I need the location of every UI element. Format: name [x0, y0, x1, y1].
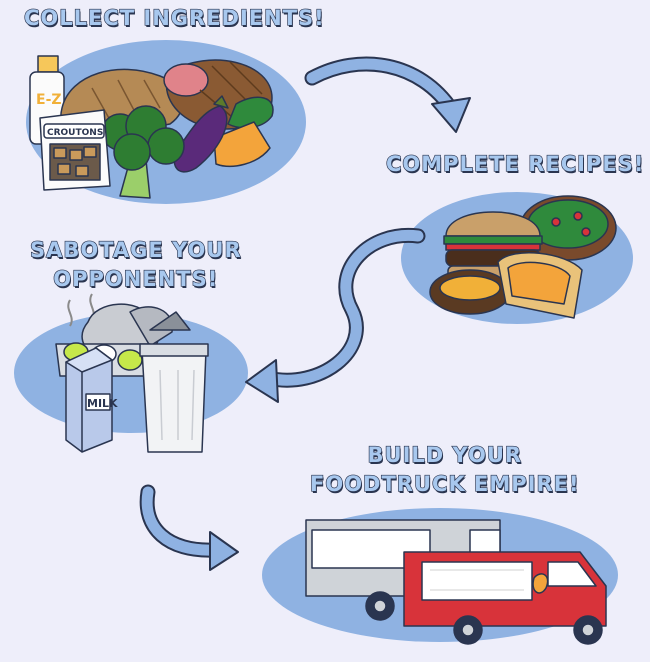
eggplant-icon — [173, 95, 229, 173]
sabotage-illustration: MILK — [55, 293, 209, 453]
build-heading-line2: FOODTRUCK EMPIRE! — [309, 471, 580, 496]
potato-icon — [429, 269, 511, 315]
salad-icon — [519, 195, 617, 261]
lettuce-icon — [227, 96, 274, 129]
build-empire-heading: BUILD YOUR FOODTRUCK EMPIRE! — [309, 441, 580, 499]
cheese-icon — [213, 121, 271, 168]
curved-arrow-icon — [245, 227, 426, 403]
jar-label: E-Z — [36, 92, 62, 108]
collect-heading-text: COLLECT INGREDIENTS! — [23, 5, 325, 30]
build-empire-illustration — [305, 519, 607, 645]
complete-recipes-heading: COMPLETE RECIPES! — [385, 150, 645, 179]
toast-icon — [497, 251, 583, 319]
trash-bag-icon — [81, 303, 174, 357]
sabotage-heading-line2: OPPONENTS! — [53, 266, 219, 291]
curved-arrow-icon — [139, 484, 239, 571]
croutons-label: CROUTONS — [47, 128, 103, 138]
trash-can-icon — [139, 311, 209, 453]
build-heading-line1: BUILD YOUR — [367, 442, 523, 467]
sabotage-opponents-heading: SABOTAGE YOUR OPPONENTS! — [29, 236, 242, 294]
collect-ingredients-illustration: E-Z — [29, 55, 274, 199]
food-truck-icon — [403, 551, 607, 645]
milk-carton-icon: MILK — [65, 347, 118, 453]
broccoli-icon — [101, 105, 185, 199]
complete-heading-text: COMPLETE RECIPES! — [385, 151, 645, 176]
sabotage-heading-line1: SABOTAGE YOUR — [29, 237, 242, 262]
milk-label: MILK — [87, 397, 118, 410]
collect-ingredients-heading: COLLECT INGREDIENTS! — [23, 4, 325, 33]
croutons-bag-icon: CROUTONS — [39, 109, 111, 191]
curved-arrow-icon — [304, 56, 471, 133]
complete-recipes-illustration — [429, 195, 617, 319]
